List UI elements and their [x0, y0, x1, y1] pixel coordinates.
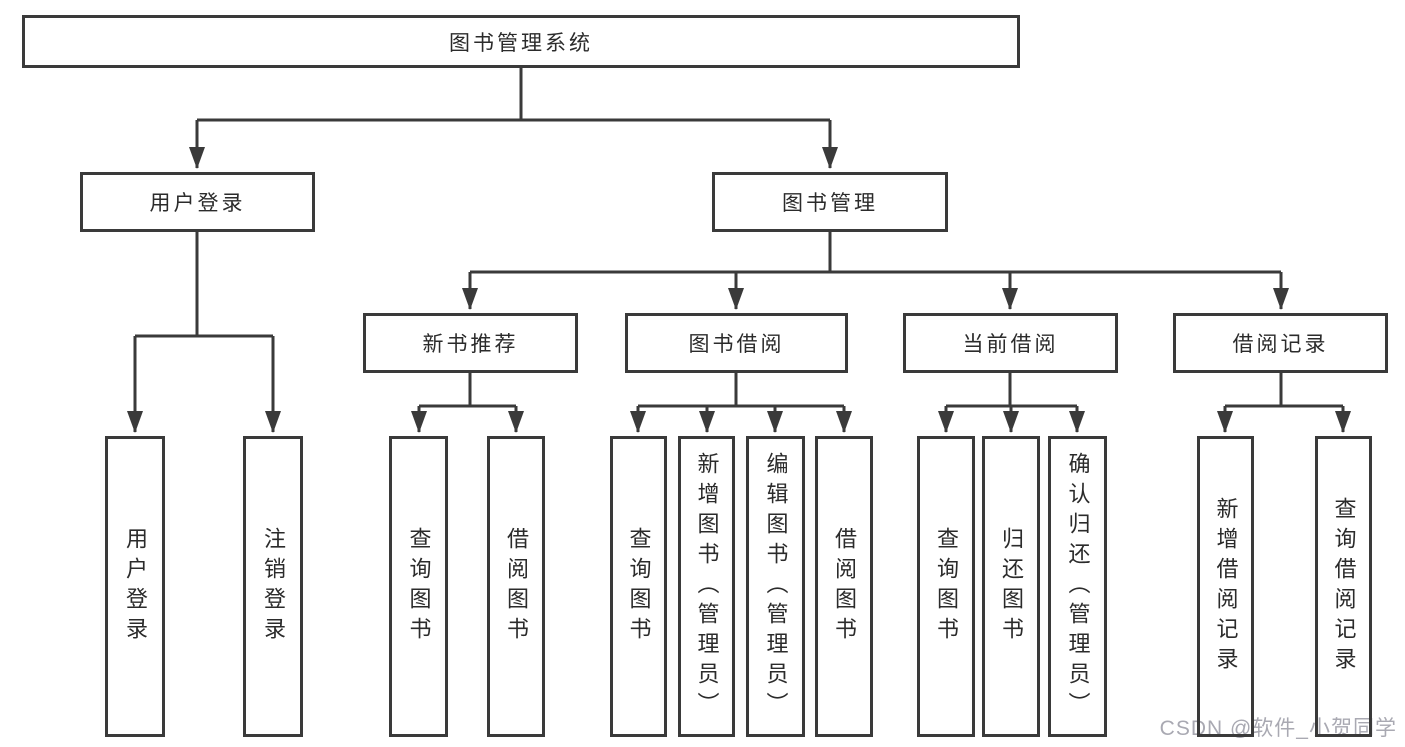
node-leaf-logout: 注销登录	[243, 436, 303, 737]
leaf-label: 借阅图书	[832, 526, 857, 647]
node-new-book-recommendation: 新书推荐	[363, 313, 578, 373]
node-bb-borrow-books: 借阅图书	[815, 436, 873, 737]
node-borrowing-records: 借阅记录	[1173, 313, 1388, 373]
node-rec-borrow-books: 借阅图书	[487, 436, 545, 737]
leaf-label: 查询借阅记录	[1331, 496, 1357, 677]
node-book-management: 图书管理	[712, 172, 948, 232]
node-library-management-system: 图书管理系统	[22, 15, 1020, 68]
node-book-borrowing: 图书借阅	[625, 313, 848, 373]
node-br-query-record: 查询借阅记录	[1315, 436, 1372, 737]
node-cb-confirm-return-admin: 确认归还（管理员）	[1048, 436, 1107, 737]
leaf-label: 编辑图书（管理员）	[763, 451, 789, 722]
node-bb-edit-books-admin: 编辑图书（管理员）	[746, 436, 805, 737]
leaf-label: 新增借阅记录	[1213, 496, 1239, 677]
node-br-add-record: 新增借阅记录	[1197, 436, 1254, 737]
node-user-login: 用户登录	[80, 172, 315, 232]
leaf-label: 用户登录	[123, 526, 148, 647]
leaf-label: 查询图书	[626, 526, 652, 647]
leaf-label: 新增图书（管理员）	[694, 451, 720, 722]
leaf-label: 查询图书	[934, 526, 959, 647]
node-cb-query-books: 查询图书	[917, 436, 975, 737]
leaf-label: 查询图书	[406, 526, 432, 647]
node-rec-query-books: 查询图书	[389, 436, 448, 737]
leaf-label: 借阅图书	[504, 526, 529, 647]
node-bb-add-books-admin: 新增图书（管理员）	[678, 436, 735, 737]
node-cb-return-books: 归还图书	[982, 436, 1040, 737]
node-current-borrowing: 当前借阅	[903, 313, 1118, 373]
node-leaf-user-login: 用户登录	[105, 436, 165, 737]
node-bb-query-books: 查询图书	[610, 436, 667, 737]
leaf-label: 注销登录	[261, 526, 286, 647]
csdn-watermark: CSDN @软件_小贺同学	[1159, 717, 1397, 740]
leaf-label: 归还图书	[999, 526, 1024, 647]
leaf-label: 确认归还（管理员）	[1065, 451, 1091, 722]
